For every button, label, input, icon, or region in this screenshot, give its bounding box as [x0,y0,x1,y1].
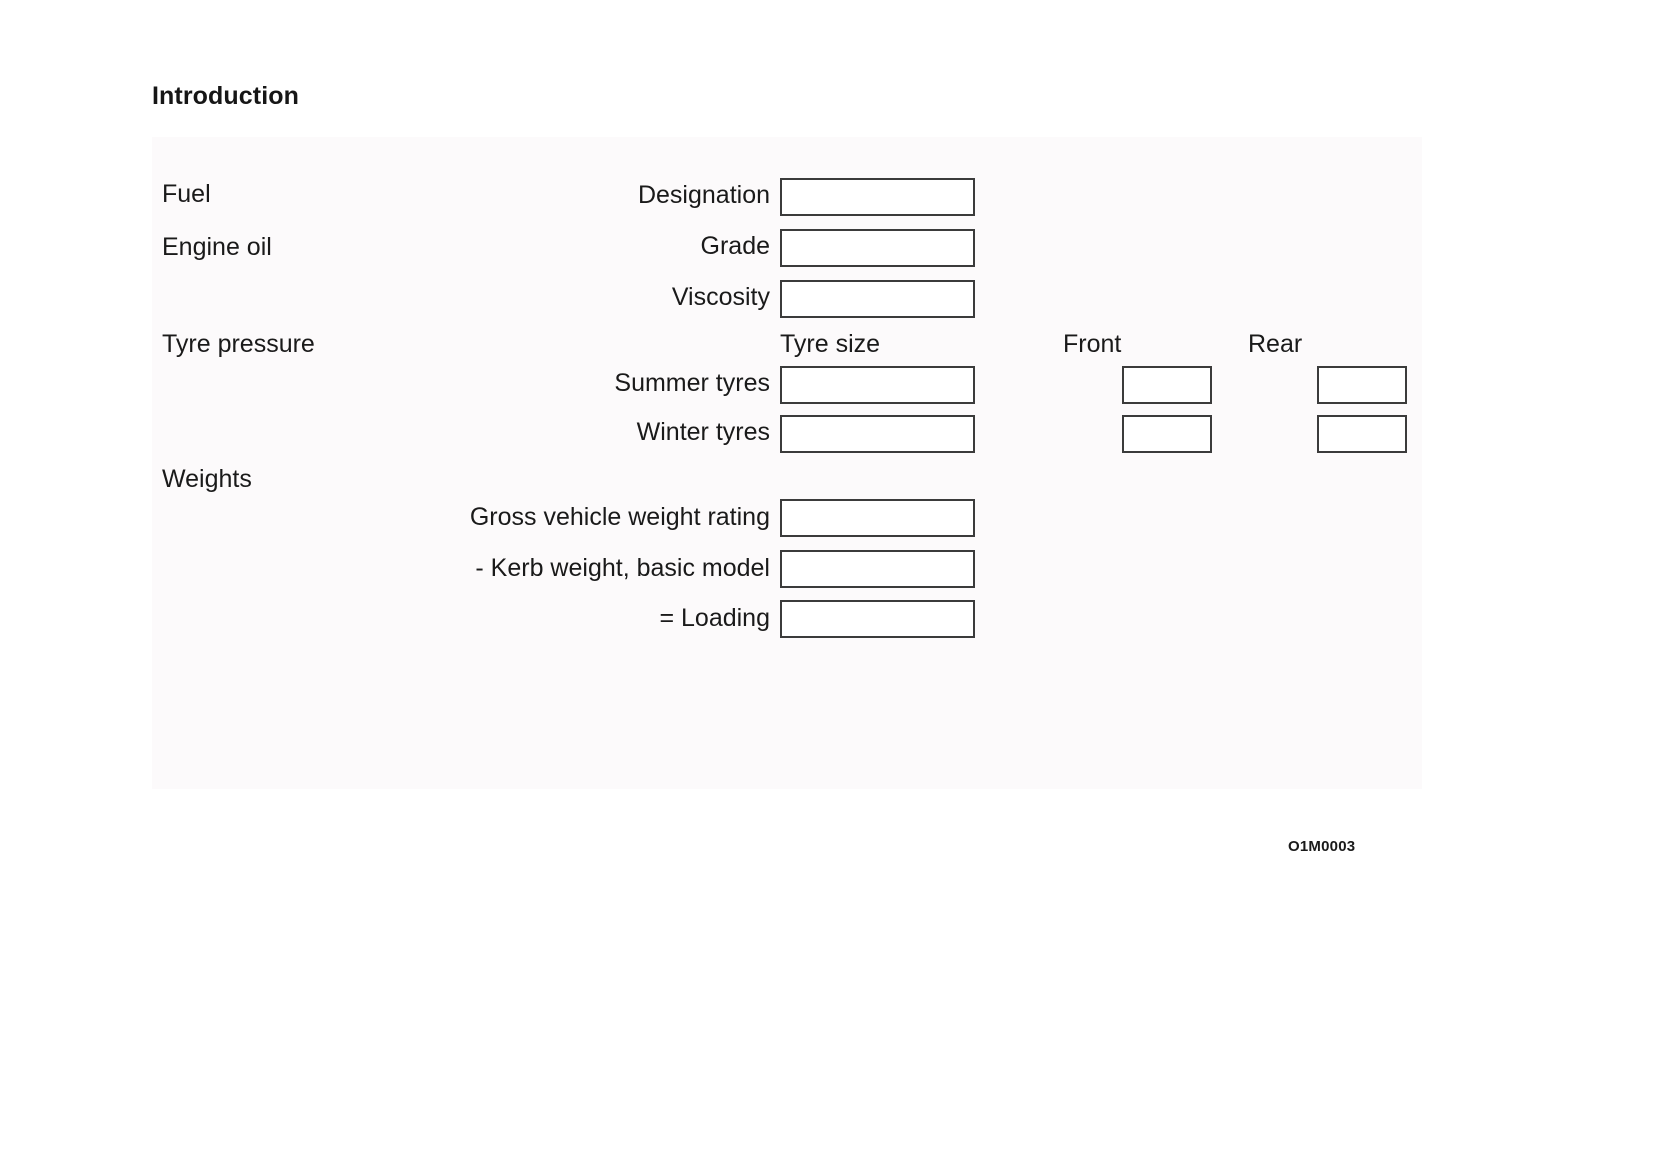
field-label-kerb-weight: - Kerb weight, basic model [475,554,770,582]
input-winter-rear-pressure[interactable] [1317,415,1407,453]
field-label-summer-tyres: Summer tyres [614,369,770,397]
input-designation[interactable] [780,178,975,216]
input-viscosity[interactable] [780,280,975,318]
input-gross-vehicle-weight-rating[interactable] [780,499,975,537]
input-summer-tyre-size[interactable] [780,366,975,404]
input-winter-tyre-size[interactable] [780,415,975,453]
column-header-tyre-size: Tyre size [780,330,881,358]
field-label-gross-vehicle-weight-rating: Gross vehicle weight rating [469,503,770,531]
field-label-loading: = Loading [659,604,770,632]
field-label-designation: Designation [637,181,770,209]
group-label-fuel: Fuel [162,180,211,208]
input-winter-front-pressure[interactable] [1122,415,1212,453]
column-header-rear: Rear [1248,330,1303,358]
input-summer-rear-pressure[interactable] [1317,366,1407,404]
field-label-winter-tyres: Winter tyres [636,418,770,446]
page-title: Introduction [152,82,300,110]
input-kerb-weight[interactable] [780,550,975,588]
group-label-tyre-pressure: Tyre pressure [162,330,315,358]
field-label-viscosity: Viscosity [671,283,770,311]
input-grade[interactable] [780,229,975,267]
vehicle-data-form-panel: Fuel Engine oil Tyre pressure Weights De… [152,137,1422,789]
group-label-weights: Weights [162,465,252,493]
figure-reference-code: O1M0003 [1288,838,1356,855]
input-loading[interactable] [780,600,975,638]
column-header-front: Front [1063,330,1122,358]
input-summer-front-pressure[interactable] [1122,366,1212,404]
group-label-engine-oil: Engine oil [162,233,272,261]
field-label-grade: Grade [700,232,770,260]
